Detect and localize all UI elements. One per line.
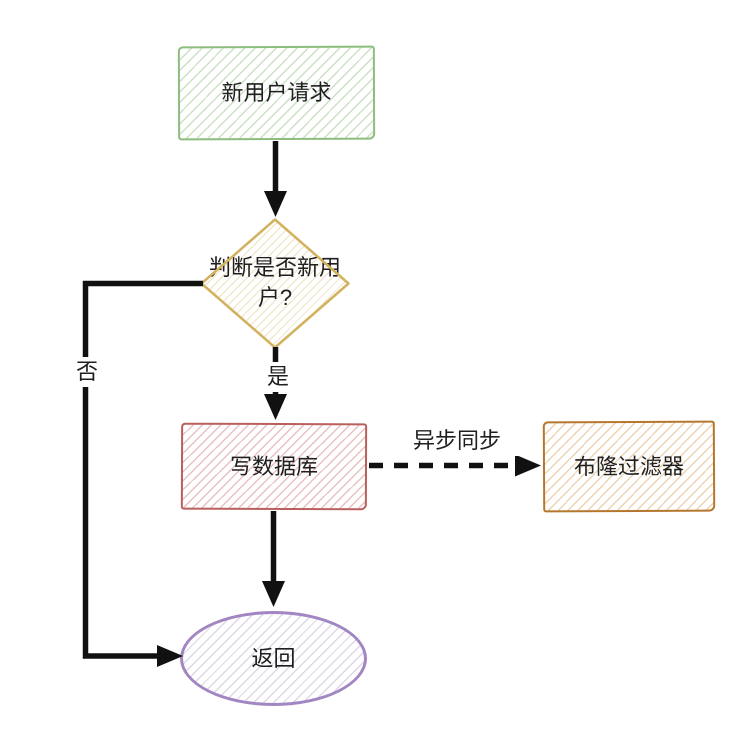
- arrow-write-db-to-return: [262, 511, 285, 607]
- decision-diamond-outline: [200, 218, 350, 349]
- arrow-start-to-decision: [264, 141, 287, 217]
- edge-label-async-sync: 异步同步: [396, 426, 518, 456]
- arrow-write-db-to-bloom: [369, 454, 541, 477]
- arrow-decision-to-return: [82, 280, 203, 667]
- edge-label-yes: 是: [259, 362, 297, 392]
- node-return: 返回: [180, 611, 367, 706]
- node-return-label: 返回: [251, 645, 296, 671]
- edge-label-no: 否: [68, 357, 106, 387]
